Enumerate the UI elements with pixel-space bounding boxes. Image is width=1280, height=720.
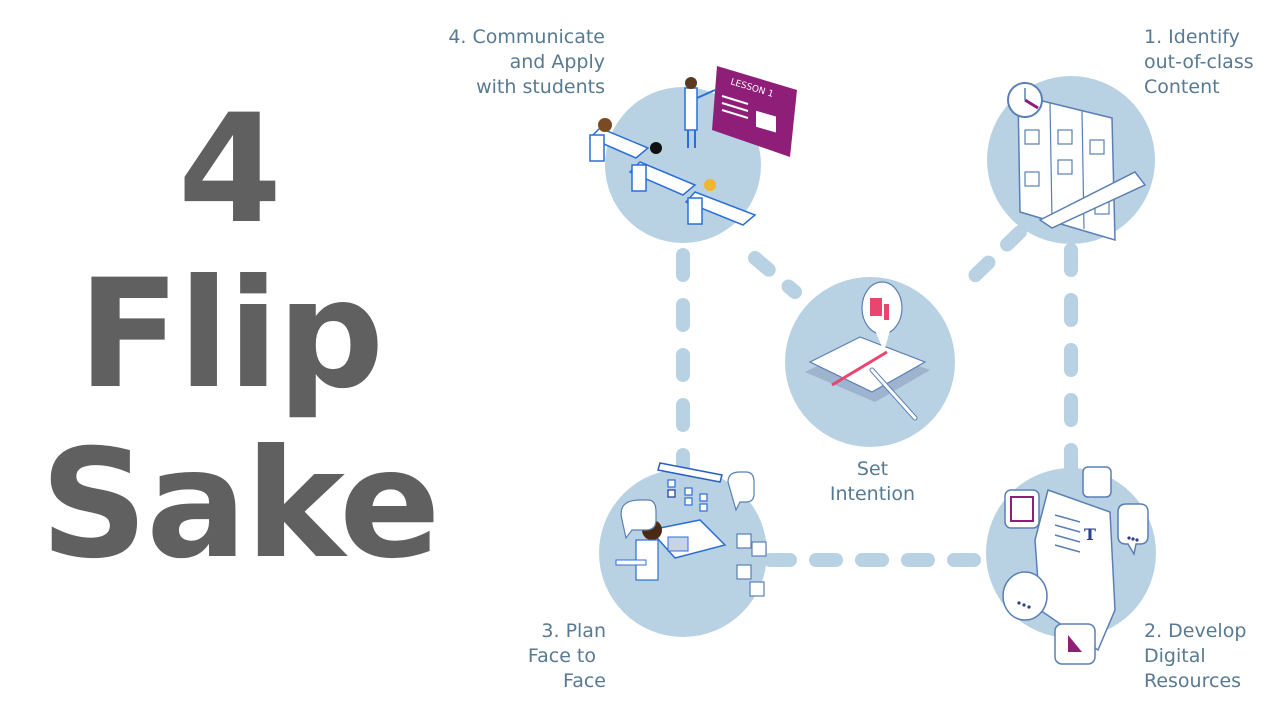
label-line: Set	[856, 458, 889, 480]
label-plan: 3. Plan Face to Face	[500, 619, 606, 694]
label-line: 4. Communicate	[448, 26, 605, 48]
label-line: 2. Develop	[1144, 620, 1247, 642]
label-line: Intention	[829, 483, 916, 505]
label-line: out-of-class	[1144, 51, 1254, 73]
planning-board-icon	[1007, 82, 1147, 242]
label-develop: 2. Develop Digital Resources	[1144, 619, 1280, 694]
classroom-icon: LESSON 1	[588, 66, 797, 226]
label-line: 1. Identify	[1144, 26, 1240, 48]
label-line: 3. Plan	[541, 620, 606, 642]
label-communicate: 4. Communicate and Apply with students	[420, 25, 605, 100]
label-identify: 1. Identify out-of-class Content	[1144, 25, 1280, 100]
connector-communicate-intention	[748, 251, 802, 299]
label-line: and Apply	[509, 51, 605, 73]
student-desk-icon	[615, 462, 767, 597]
label-line: Face to	[527, 645, 596, 667]
label-line: Face	[563, 670, 606, 692]
label-line: with students	[476, 76, 605, 98]
connectors	[676, 225, 1078, 567]
notebook-icon	[805, 281, 930, 421]
label-intention: Set Intention	[800, 457, 945, 507]
digital-folder-icon: T	[1002, 466, 1149, 665]
label-line: Resources	[1144, 670, 1242, 692]
label-line: Content	[1144, 76, 1220, 98]
title-word-flip: Flip	[77, 248, 385, 422]
main-title: 4 Flip Sake	[40, 83, 441, 592]
title-number: 4	[177, 83, 283, 257]
connector-identify-intention	[951, 225, 1027, 299]
title-word-sake: Sake	[40, 418, 441, 592]
svg-text:T: T	[1084, 525, 1096, 544]
label-line: Digital	[1144, 645, 1206, 667]
